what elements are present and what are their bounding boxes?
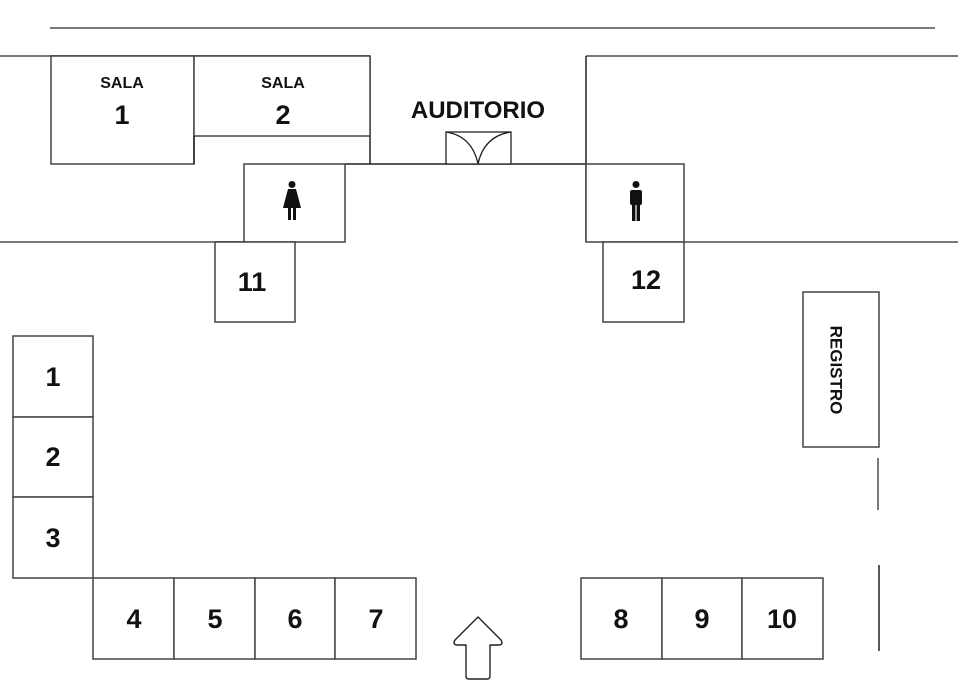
booth-4[interactable]: 4 — [92, 577, 175, 660]
booth-7[interactable]: 7 — [334, 577, 417, 660]
booth-1-label: 1 — [45, 362, 60, 392]
booth-2[interactable]: 2 — [12, 416, 94, 498]
up-arrow-icon — [453, 616, 503, 680]
booth-8-label: 8 — [613, 604, 628, 634]
booth-5[interactable]: 5 — [173, 577, 256, 660]
booth-12[interactable]: 12 — [602, 241, 685, 323]
sala-1-number: 1 — [114, 100, 129, 130]
booth-6[interactable]: 6 — [254, 577, 336, 660]
woman-restroom-icon — [283, 181, 301, 220]
room-sala-2[interactable]: SALA 2 — [193, 55, 371, 164]
booth-2-label: 2 — [45, 442, 60, 472]
booth-9-label: 9 — [694, 604, 709, 634]
booth-1[interactable]: 1 — [12, 335, 94, 418]
auditorium-label: AUDITORIO — [411, 97, 545, 124]
booth-8[interactable]: 8 — [580, 577, 663, 660]
booth-3-label: 3 — [45, 523, 60, 553]
sala-1-title: SALA — [100, 75, 144, 92]
booth-12-label: 12 — [631, 265, 661, 295]
man-restroom-icon — [630, 181, 642, 221]
booth-11-label: 11 — [238, 267, 267, 297]
booth-3[interactable]: 3 — [12, 496, 94, 579]
sala-2-title: SALA — [261, 75, 305, 92]
booth-7-label: 7 — [368, 604, 383, 634]
booth-4-label: 4 — [126, 604, 141, 634]
booth-10-label: 10 — [767, 604, 797, 634]
restroom-women[interactable] — [243, 163, 346, 243]
booth-6-label: 6 — [287, 604, 302, 634]
registration-desk[interactable]: REGISTRO — [802, 291, 880, 448]
registration-label: REGISTRO — [827, 326, 846, 415]
booth-10[interactable]: 10 — [741, 577, 824, 660]
room-sala-1[interactable]: SALA 1 — [50, 55, 195, 165]
double-door-icon[interactable] — [445, 131, 512, 165]
restroom-men[interactable] — [585, 163, 685, 243]
sala-2-number: 2 — [275, 100, 290, 130]
booth-9[interactable]: 9 — [661, 577, 743, 660]
booth-5-label: 5 — [207, 604, 222, 634]
booth-11[interactable]: 11 — [214, 241, 296, 323]
